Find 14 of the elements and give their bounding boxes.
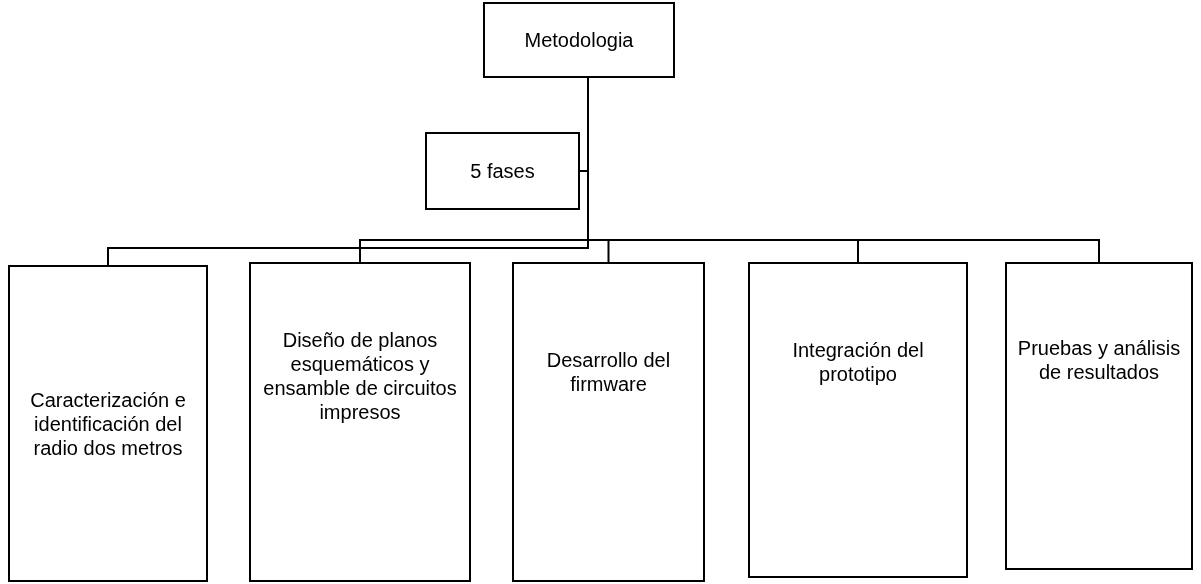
box-label: Diseño de planos esquemáticos y ensamble de circuitos impresos xyxy=(262,328,458,424)
box-label: Pruebas y análisis de resultados xyxy=(1016,336,1182,384)
process-box xyxy=(512,262,705,582)
process-box xyxy=(483,2,675,78)
box-label: Caracterización e identificación del radio dos metros xyxy=(29,387,187,460)
box-label: Desarrollo del firmware xyxy=(545,348,672,396)
process-box xyxy=(249,262,471,582)
box-label: Metodologia xyxy=(524,28,634,52)
process-box xyxy=(8,265,208,582)
box-label: Integración del prototipo xyxy=(791,338,925,386)
process-box xyxy=(425,132,580,210)
box-label: 5 fases xyxy=(470,159,535,183)
process-box xyxy=(748,262,968,578)
process-box xyxy=(1005,262,1193,570)
